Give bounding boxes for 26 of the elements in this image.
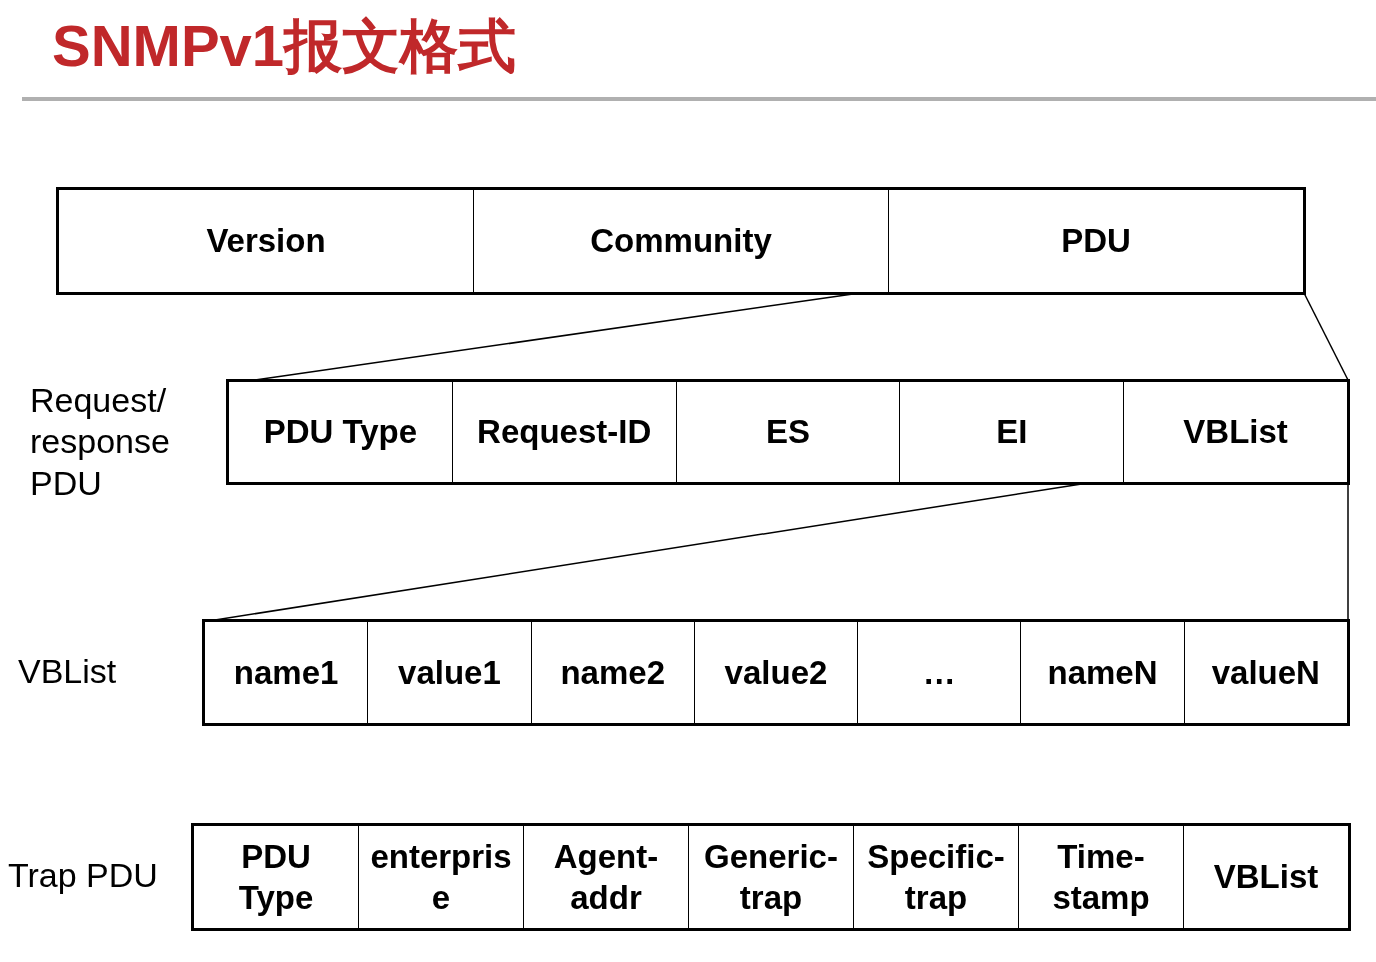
packet-field: name2 — [531, 622, 695, 723]
packet-field: nameN — [1021, 622, 1185, 723]
packet-field: Generic-trap — [689, 826, 854, 928]
packet-field: name1 — [205, 622, 369, 723]
packet-field: … — [858, 622, 1022, 723]
packet-field: PDU Type — [194, 826, 359, 928]
packet-field: Specific-trap — [854, 826, 1019, 928]
row-label: Request/ response PDU — [30, 380, 171, 504]
packet-field: enterprise — [359, 826, 524, 928]
packet-field: Request-ID — [452, 382, 677, 482]
row-label: Trap PDU — [8, 855, 159, 896]
packet-field: value1 — [368, 622, 532, 723]
packet-field: Community — [474, 190, 889, 292]
packet-field: VBList — [1184, 826, 1348, 928]
packet-field: value2 — [694, 622, 859, 723]
packet-field: ES — [676, 382, 901, 482]
slide-title: SNMPv1报文格式 — [52, 12, 517, 80]
packet-field: Time-stamp — [1019, 826, 1184, 928]
packet-field: PDU Type — [229, 382, 453, 482]
packet-field: Agent-addr — [524, 826, 689, 928]
packet-field: Version — [59, 190, 474, 292]
packet-field: EI — [900, 382, 1125, 482]
packet-field: valueN — [1184, 622, 1347, 723]
packet-field: VBList — [1124, 382, 1347, 482]
row-label: VBList — [18, 651, 118, 692]
packet-field: PDU — [889, 190, 1303, 292]
